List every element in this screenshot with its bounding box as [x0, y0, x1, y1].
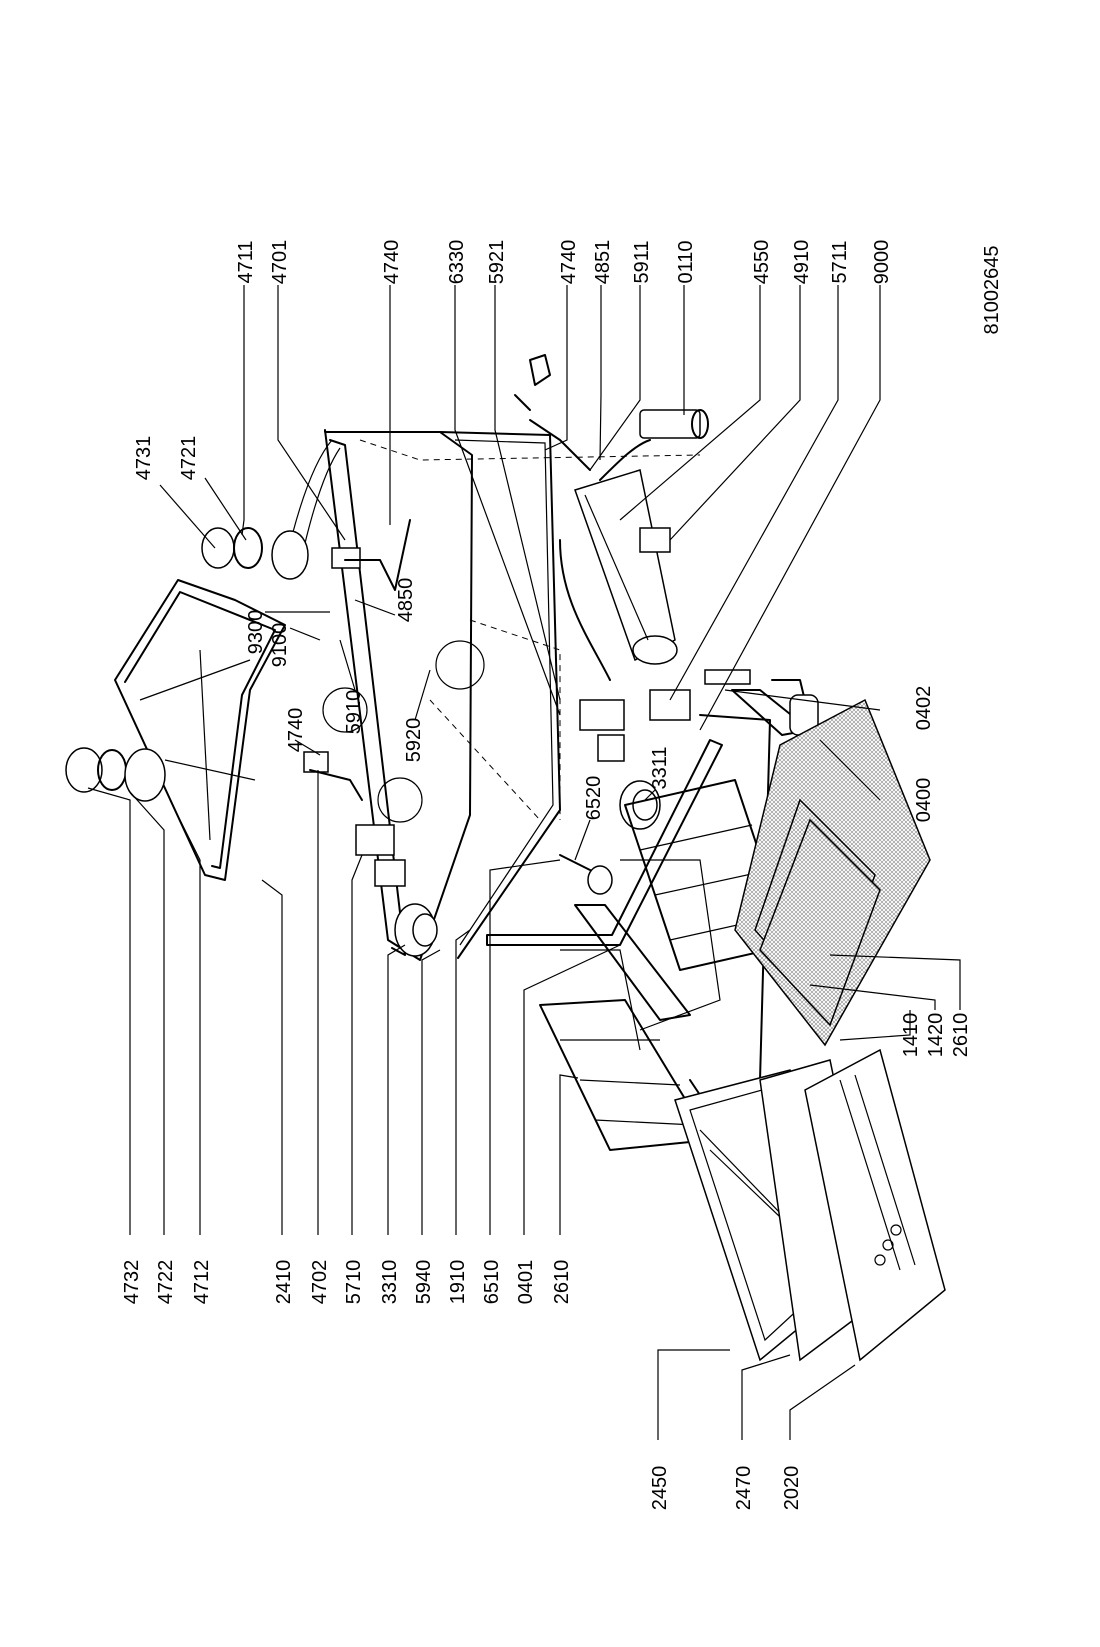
label-left-0: 4732 — [121, 1260, 143, 1305]
document-number: 81002645 — [981, 246, 1003, 335]
leader-lines — [87, 285, 961, 1440]
label-right-4: 5921 — [486, 240, 508, 285]
oven-door — [674, 1048, 946, 1362]
label-4850: 4850 — [395, 578, 417, 623]
label-left-7: 5940 — [413, 1260, 435, 1305]
label-right-1: 4701 — [269, 240, 291, 285]
label-right-12: 9000 — [871, 240, 893, 285]
label-left-4: 4702 — [309, 1260, 331, 1305]
label-left-5: 5710 — [343, 1260, 365, 1305]
label-bottom-1: 2470 — [733, 1466, 755, 1511]
label-4721: 4721 — [178, 436, 200, 481]
label-right-9: 4550 — [751, 240, 773, 285]
label-0402: 0402 — [913, 686, 935, 731]
label-left-8: 1910 — [447, 1260, 469, 1305]
label-right-6: 4851 — [592, 240, 614, 285]
cooker-body — [285, 429, 771, 1096]
label-3311: 3311 — [649, 746, 671, 789]
gas-taps-and-knobs — [355, 699, 661, 957]
label-right-5: 4740 — [558, 240, 580, 285]
callout-labels: 4732 4722 4712 2410 4702 5710 3310 5940 … — [121, 240, 1003, 1511]
label-left-10: 0401 — [515, 1260, 537, 1305]
label-9100: 9100 — [269, 623, 291, 668]
label-right-3: 6330 — [446, 240, 468, 285]
label-1410: 1410 — [900, 1013, 922, 1058]
label-5910: 5910 — [343, 690, 365, 735]
label-4740-inner: 4740 — [285, 708, 307, 753]
label-left-9: 6510 — [481, 1260, 503, 1305]
label-right-7: 5911 — [631, 240, 653, 283]
label-1420: 1420 — [925, 1013, 947, 1058]
label-left-11: 2610 — [551, 1260, 573, 1305]
burner-parts — [65, 519, 411, 802]
label-left-3: 2410 — [273, 1260, 295, 1305]
label-left-1: 4722 — [155, 1260, 177, 1305]
label-bottom-2: 2020 — [781, 1466, 803, 1511]
label-6520: 6520 — [583, 776, 605, 821]
label-right-0: 4711 — [235, 240, 257, 283]
shelf-runners-and-racks — [539, 669, 819, 1151]
label-bottom-0: 2450 — [649, 1466, 671, 1511]
label-4731: 4731 — [133, 436, 155, 481]
label-2610-inner: 2610 — [950, 1013, 972, 1058]
label-5920: 5920 — [403, 718, 425, 763]
label-left-2: 4712 — [191, 1260, 213, 1305]
label-0400: 0400 — [913, 778, 935, 823]
oven-burner-tube — [514, 354, 709, 721]
pan-support-grid — [114, 579, 286, 881]
label-right-2: 4740 — [381, 240, 403, 285]
label-left-6: 3310 — [379, 1260, 401, 1305]
label-9300: 9300 — [245, 610, 267, 655]
label-right-11: 5711 — [829, 240, 851, 283]
oven-door-seal — [486, 739, 723, 946]
label-right-10: 4910 — [791, 240, 813, 285]
inner-glass-panels — [734, 698, 931, 1047]
label-right-8: 0110 — [675, 240, 697, 283]
